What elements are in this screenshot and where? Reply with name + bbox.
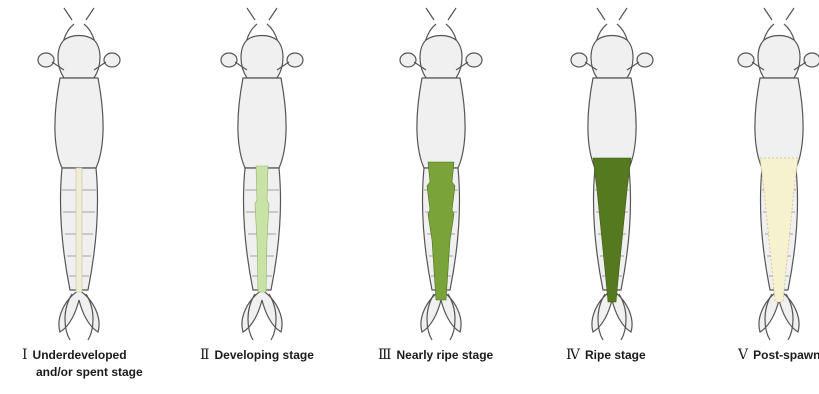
gonad-stage-1 [76, 168, 82, 292]
shrimp-stage-5-drawing [704, 0, 819, 345]
caption-stage-1: Ⅰ Underdeveloped and/or spent stage [22, 347, 143, 380]
shrimp-stage-1 [4, 0, 154, 345]
shrimp-stage-4 [537, 0, 687, 345]
stage-label: Ripe stage [585, 348, 646, 362]
shrimp-stage-3-drawing [366, 0, 516, 345]
shrimp-stage-2 [187, 0, 337, 345]
shrimp-stage-2-drawing [187, 0, 337, 345]
caption-stage-2: Ⅱ Developing stage [200, 347, 314, 364]
caption-stage-3: Ⅲ Nearly ripe stage [378, 347, 493, 364]
stage-label: Nearly ripe stage [397, 348, 494, 362]
stage-label: Developing stage [215, 348, 314, 362]
caption-stage-5: Ⅴ Post-spawn [738, 347, 819, 364]
stage-label: Underdeveloped [33, 348, 127, 362]
stage-numeral: Ⅰ [22, 348, 28, 363]
caption-stage-4: Ⅳ Ripe stage [566, 347, 646, 364]
stage-numeral: Ⅲ [378, 348, 392, 363]
stage-label: Post-spawn [753, 348, 819, 362]
shrimp-stage-3 [366, 0, 516, 345]
stage-numeral: Ⅴ [738, 348, 748, 363]
stage-numeral: Ⅳ [566, 348, 580, 363]
stage-label-line2: and/or spent stage [22, 364, 143, 380]
shrimp-stage-5 [704, 0, 819, 345]
shrimp-stage-1-drawing [4, 0, 154, 345]
stage-numeral: Ⅱ [200, 348, 210, 363]
shrimp-stage-4-drawing [537, 0, 687, 345]
